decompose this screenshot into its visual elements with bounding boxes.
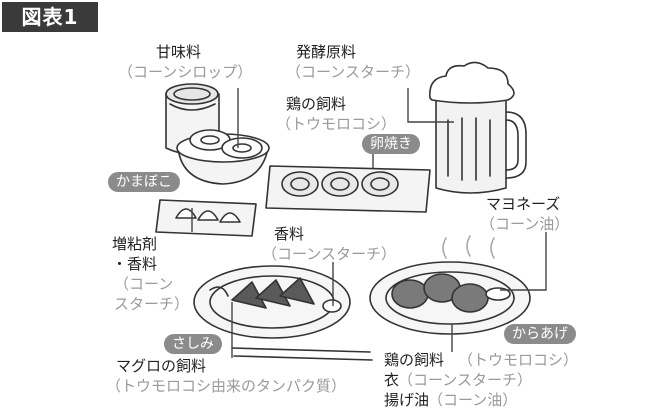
karaage-oil-name: 揚げ油 [384, 391, 430, 409]
beer-mug-icon [429, 61, 527, 194]
badge-karaage: からあげ [504, 324, 576, 344]
tuna-feed-source: （トウモロコシ由来のタンパク質） [106, 377, 347, 395]
sweetener-source: （コーンシロップ） [118, 63, 253, 81]
thickener-line2: ・香料 [112, 255, 158, 273]
flavoring-source: （コーンスターチ） [262, 245, 396, 263]
fermentation-name: 発酵原料 [296, 43, 357, 61]
badge-tamagoyaki: 卵焼き [362, 134, 420, 154]
thickener-line3: （コーン [114, 275, 174, 293]
badge-kamaboko: かまぼこ [108, 172, 180, 192]
flavoring-name: 香料 [274, 225, 305, 243]
chicken-feed-source: （トウモロコシ） [276, 115, 397, 133]
chopsticks-icon [231, 347, 373, 361]
karaage-feed-name: 鶏の飼料 [384, 351, 445, 369]
karaage-batter-name: 衣 [384, 371, 400, 389]
canned-fruit-icon [165, 83, 220, 155]
karaage-oil-source: （コーン油） [428, 391, 518, 409]
mayonnaise-source: （コーン油） [480, 215, 570, 233]
mayonnaise-name: マヨネーズ [486, 195, 561, 213]
tamagoyaki-plate-icon [265, 165, 431, 213]
kamaboko-plate-icon [155, 199, 257, 237]
thickener-line1: 増粘剤 [112, 235, 158, 253]
fermentation-source: （コーンスターチ） [286, 63, 420, 81]
chicken-feed-name: 鶏の飼料 [286, 95, 347, 113]
fruit-bowl-icon [176, 129, 270, 185]
karaage-plate-icon [369, 235, 531, 335]
thickener-line4: スターチ） [114, 295, 190, 313]
sweetener-name: 甘味料 [156, 43, 202, 61]
karaage-feed-source: （トウモロコシ） [458, 351, 579, 369]
badge-sashimi: さしみ [164, 334, 222, 354]
figure-title: 図表1 [2, 2, 98, 32]
tuna-feed-name: マグロの飼料 [116, 357, 207, 375]
karaage-batter-source: （コーンスターチ） [398, 371, 532, 389]
sashimi-plate-icon [193, 265, 351, 339]
